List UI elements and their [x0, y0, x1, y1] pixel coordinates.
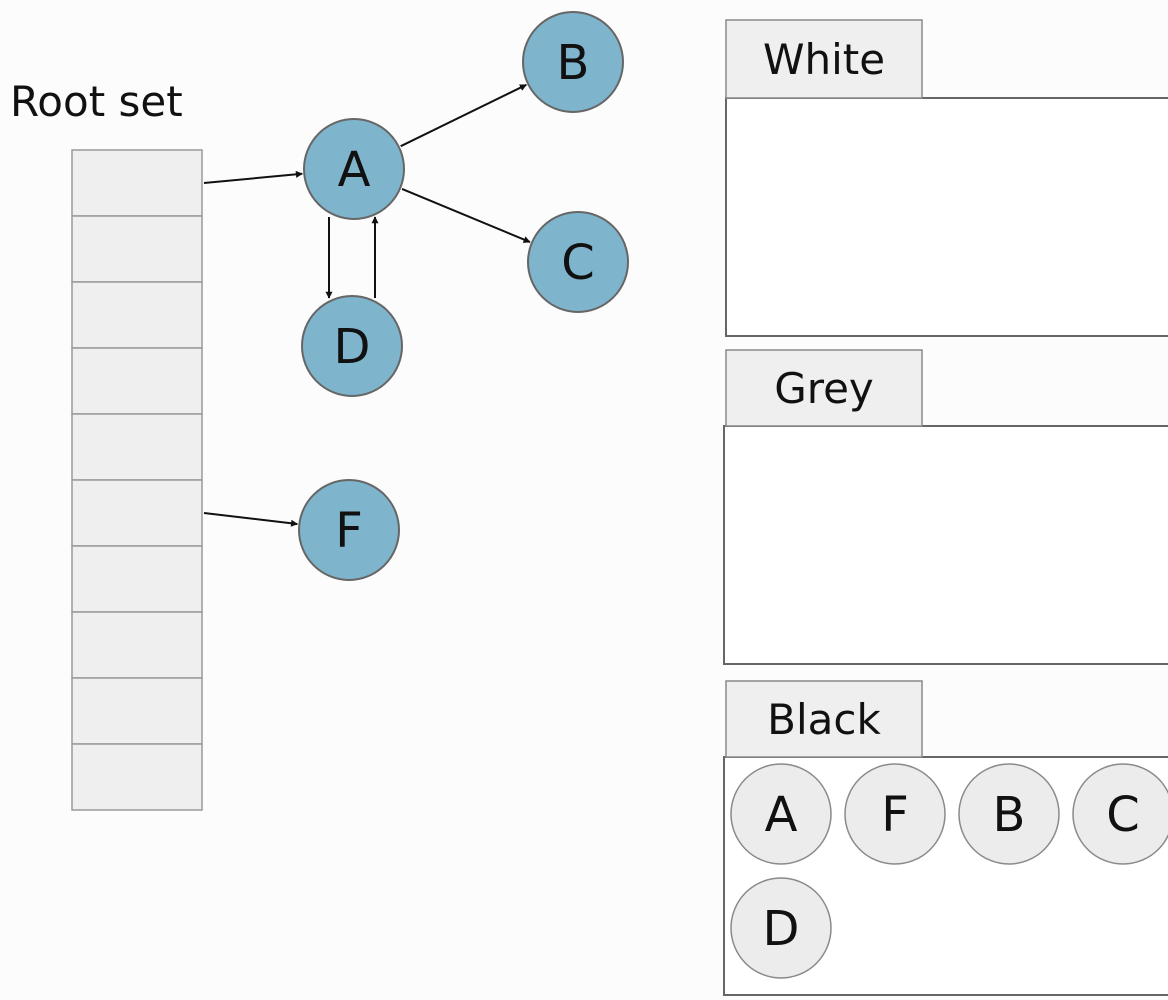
node-B-label: B: [557, 35, 590, 91]
node-F: F: [298, 479, 400, 581]
root-set-slots: [71, 149, 203, 811]
node-A-circle: [303, 118, 405, 220]
node-D-circle: [301, 295, 403, 397]
node-B-circle: [522, 11, 624, 113]
set-black-member-D-circle: [730, 877, 832, 979]
set-grey-tab: [725, 349, 923, 427]
set-black-member-D: D: [730, 877, 832, 979]
node-A: A: [303, 118, 405, 220]
set-grey: Grey: [723, 349, 1168, 665]
node-F-circle: [298, 479, 400, 581]
set-black-member-A-circle: [730, 763, 832, 865]
reference-edges: [203, 83, 531, 527]
node-A-label: A: [338, 142, 371, 198]
set-grey-label: Grey: [774, 364, 874, 413]
node-F-label: F: [335, 503, 363, 559]
set-black-member-B-label: B: [993, 787, 1026, 843]
root-set-slot-4: [71, 413, 203, 481]
set-white-body: [725, 97, 1168, 337]
set-black-member-C: C: [1072, 763, 1168, 865]
edge-root-slot-0-to-A: [203, 170, 303, 184]
set-black-member-D-label: D: [763, 901, 800, 957]
root-set-slot-0: [71, 149, 203, 217]
set-black-member-F: F: [844, 763, 946, 865]
root-set-slot-2: [71, 281, 203, 349]
set-black-member-B: B: [958, 763, 1060, 865]
root-set-slot-8: [71, 677, 203, 745]
set-black-member-C-label: C: [1106, 787, 1140, 843]
edge-A-to-B: [400, 83, 527, 148]
object-graph: A B C D F: [298, 11, 629, 581]
node-D: D: [301, 295, 403, 397]
set-white-tab: [725, 19, 923, 99]
set-black-label: Black: [767, 695, 881, 744]
set-white-label: White: [763, 35, 885, 84]
set-black-member-B-circle: [958, 763, 1060, 865]
node-B: B: [522, 11, 624, 113]
set-black-member-F-circle: [844, 763, 946, 865]
set-white: White: [725, 19, 1168, 337]
set-grey-body: [723, 425, 1168, 665]
node-C-label: C: [561, 235, 595, 291]
set-black-member-F-label: F: [881, 787, 909, 843]
node-C-circle: [527, 211, 629, 313]
root-set-slot-1: [71, 215, 203, 283]
root-set-slot-7: [71, 611, 203, 679]
set-black-member-A-label: A: [765, 787, 798, 843]
edge-A-to-C: [401, 188, 531, 243]
set-black-tab: [725, 680, 923, 758]
edge-root-slot-5-to-F: [203, 512, 299, 527]
root-set-slot-3: [71, 347, 203, 415]
root-set: Root set: [10, 77, 203, 811]
node-D-label: D: [334, 319, 371, 375]
root-set-slot-9: [71, 743, 203, 811]
set-black-member-A: A: [730, 763, 832, 865]
root-set-label: Root set: [10, 77, 183, 126]
set-black-member-C-circle: [1072, 763, 1168, 865]
root-set-slot-5: [71, 479, 203, 547]
root-set-slot-6: [71, 545, 203, 613]
node-C: C: [527, 211, 629, 313]
